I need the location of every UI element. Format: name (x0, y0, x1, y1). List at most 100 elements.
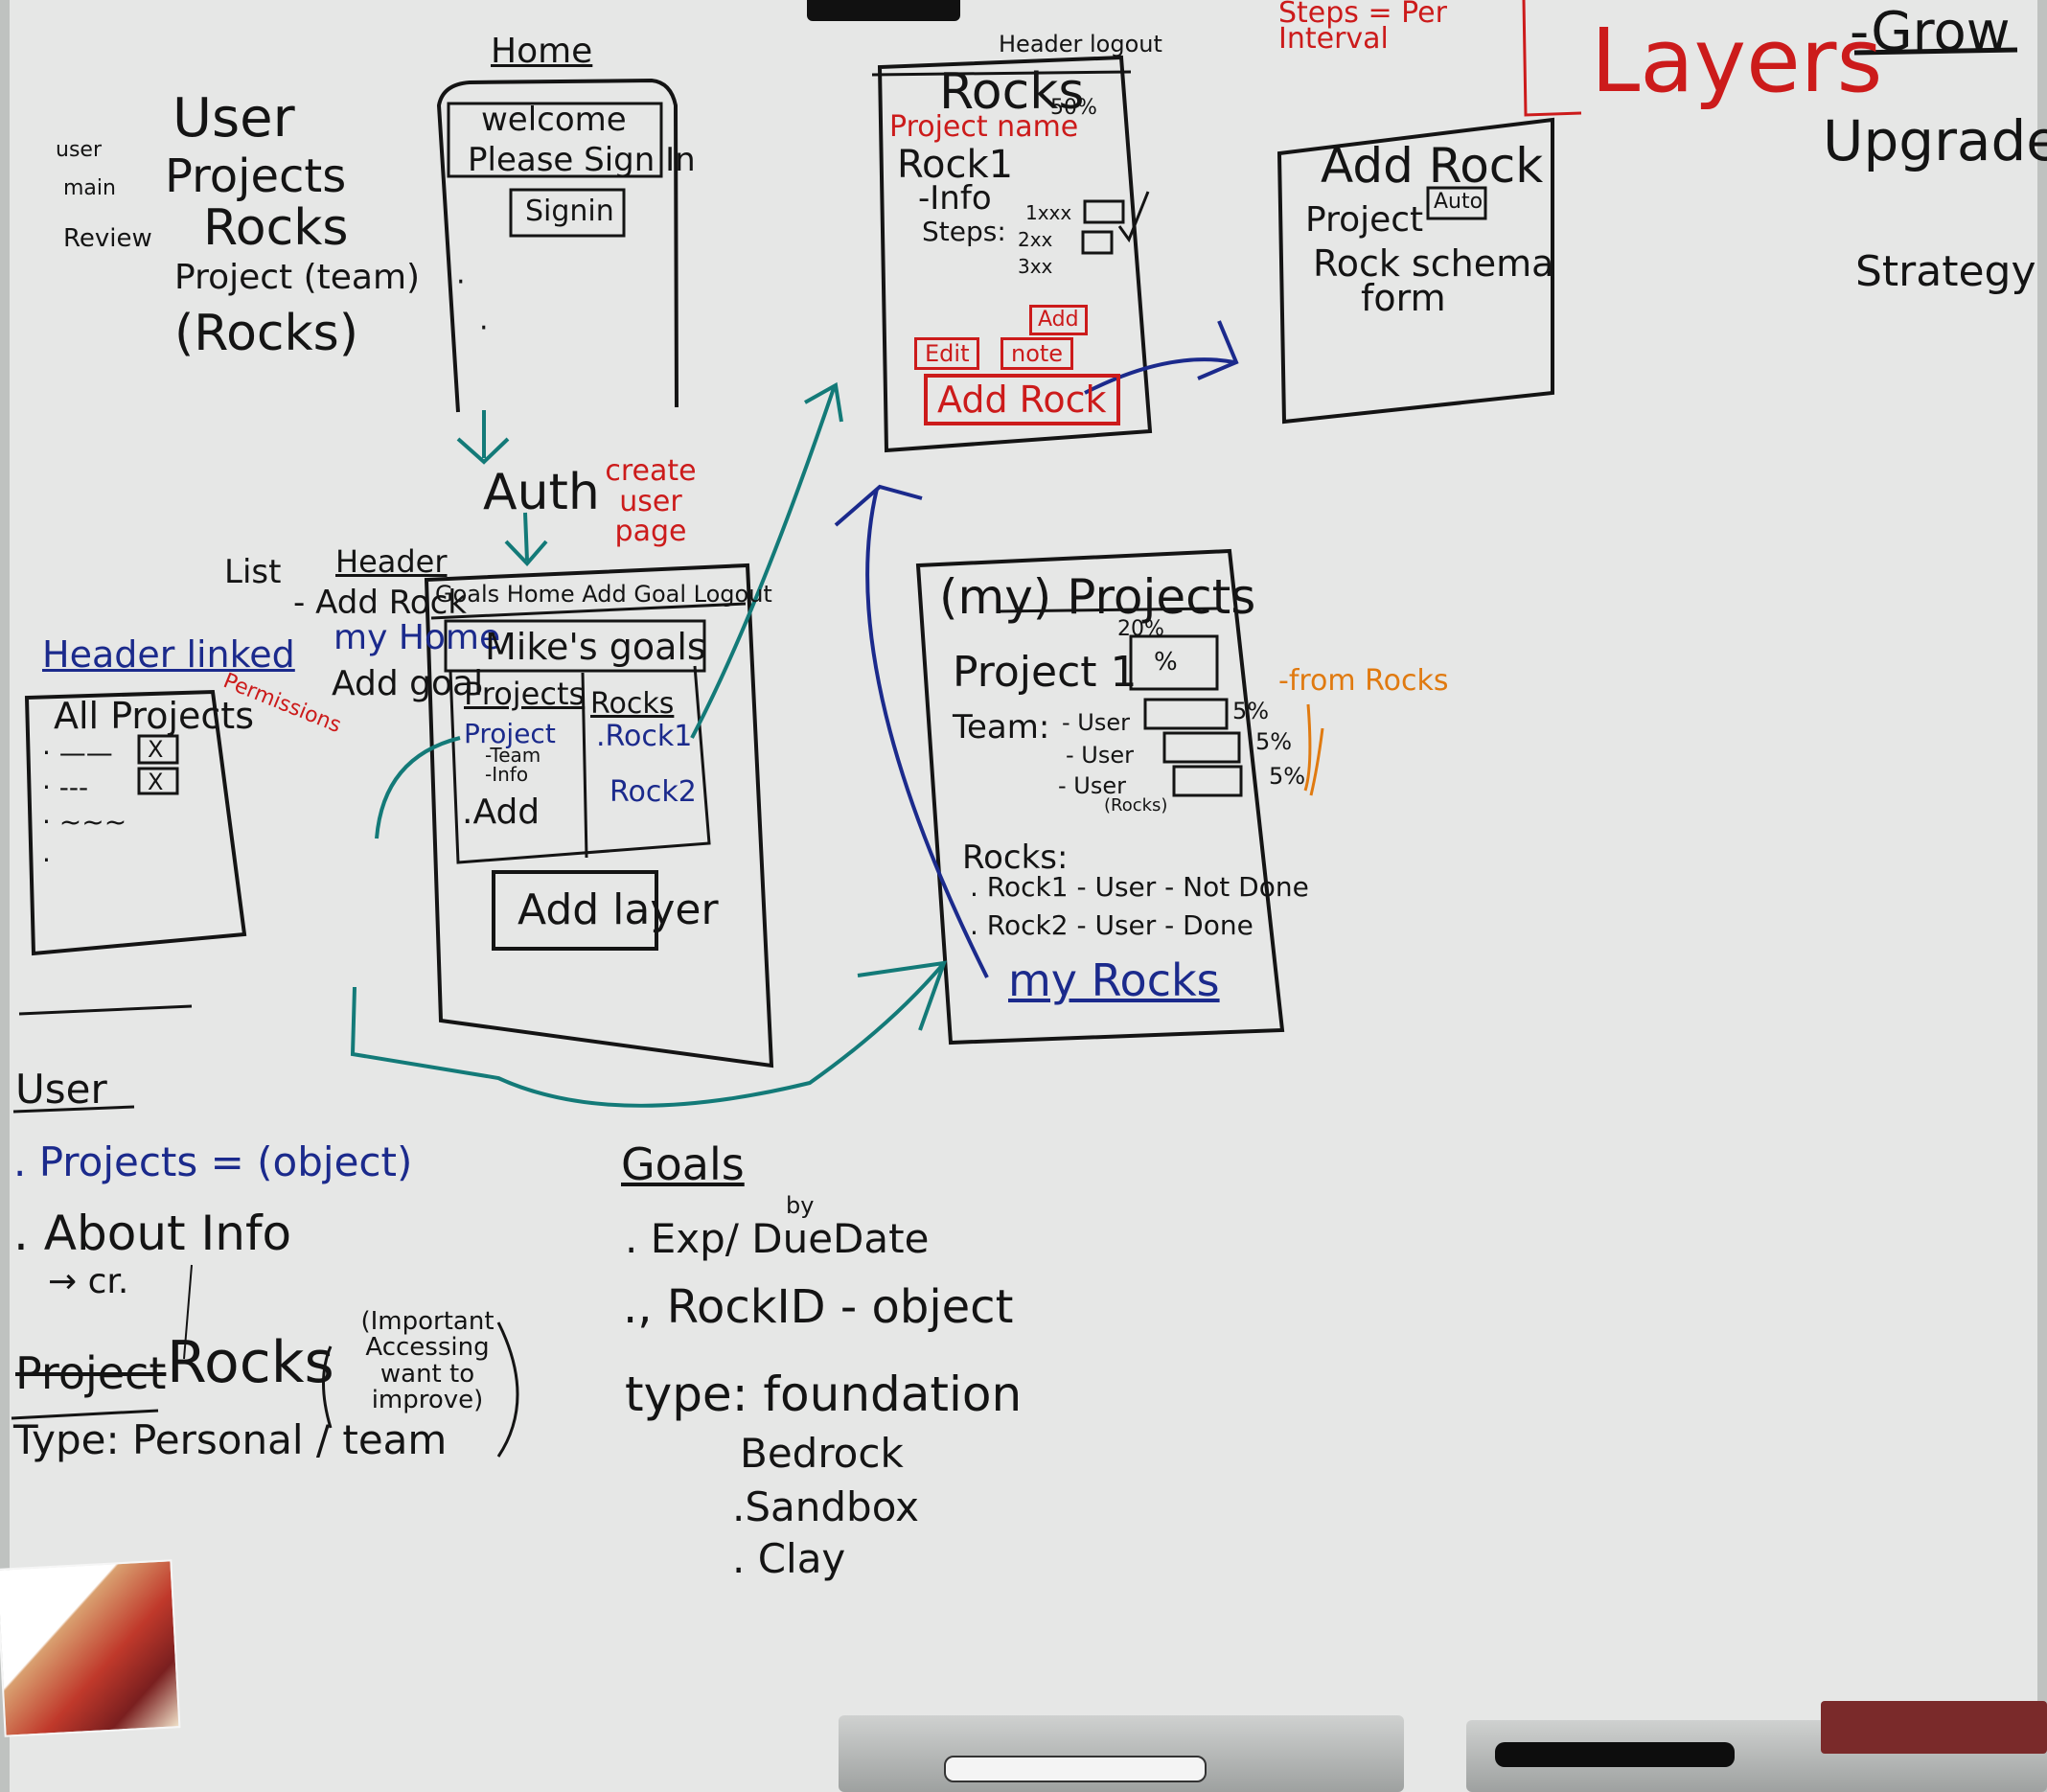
add-layer-box (492, 870, 658, 951)
goals-project-item[interactable]: Project (464, 718, 556, 749)
home-signin-box (509, 188, 626, 238)
home-welcome-box (447, 102, 663, 178)
board-right-edge (2037, 0, 2047, 1792)
note-rocks-paren: (Rocks) (174, 305, 358, 362)
rocks-rock1: Rock1 (897, 143, 1014, 187)
projects-rocks-small: (Rocks) (1104, 795, 1168, 816)
addrock-rock-schema: Rock schema (1313, 242, 1554, 285)
projects-percent-20: 20% (1117, 617, 1164, 641)
projects-device-outline (915, 548, 1285, 1045)
projects-project1[interactable]: Project 1 (953, 648, 1138, 697)
steps-note: Steps = Per Interval (1278, 0, 1447, 56)
auth-label: Auth (483, 464, 600, 521)
goals-nav-header[interactable]: Goals Home Add Goal Logout (435, 581, 772, 608)
all-projects-item: · --- (42, 771, 89, 803)
addrock-auto: Auto (1434, 190, 1484, 214)
delete-x-button[interactable]: X (148, 769, 164, 795)
addrock-title: Add Rock (1321, 138, 1544, 194)
projects-rock-row[interactable]: . Rock2 - User - Done (970, 909, 1254, 941)
layers-heading: Layers (1591, 10, 1883, 112)
allprojects-device-outline (24, 689, 247, 956)
rocks-edit-button[interactable]: Edit (914, 337, 980, 370)
goals-team: -Team (485, 744, 541, 767)
rocks-note-button[interactable]: note (1000, 337, 1074, 370)
rocks-header: Header logout (999, 31, 1162, 57)
user-model-important: (Important Accessing want to improve) (360, 1307, 494, 1414)
projects-user: - User (1062, 709, 1130, 736)
goals-rock2[interactable]: Rock2 (610, 775, 697, 809)
projects-team-label: Team: (953, 708, 1050, 747)
rocks-percent: 50% (1050, 96, 1097, 120)
auth-create-user-page: create user page (605, 454, 697, 548)
from-rocks-note: -from Rocks (1278, 664, 1449, 698)
rocks-add-rock-button[interactable]: Add Rock (924, 374, 1120, 425)
projects-progress-pct: % (1154, 648, 1178, 677)
note-user: User (172, 87, 295, 149)
user-model-project-struck: Project (15, 1347, 167, 1399)
upgrade-label: Upgrade (1823, 108, 2047, 173)
goals-info: -Info (485, 763, 529, 786)
list-add-goal: Add goal (332, 664, 484, 703)
rocks-step-item: 3xx (1018, 255, 1053, 278)
note-rocks: Rocks (203, 199, 349, 257)
user-model-rocks: Rocks (167, 1329, 334, 1396)
list-my-home: my Home (334, 618, 501, 657)
list-note: List (224, 553, 282, 591)
marker (1495, 1742, 1735, 1767)
user-model-projects: . Projects = (object) (13, 1138, 413, 1185)
goals-rock1[interactable]: .Rock1 (596, 720, 693, 753)
projects-user: - User (1066, 742, 1134, 769)
projects-rock-row[interactable]: . Rock1 - User - Not Done (970, 871, 1309, 903)
goals-model-exp: . Exp/ DueDate (625, 1215, 930, 1262)
goals-add[interactable]: .Add (462, 793, 540, 832)
home-welcome: welcome (481, 101, 627, 139)
all-projects-item: · (42, 844, 51, 876)
pinned-photo (0, 1559, 181, 1737)
projects-title: (my) Projects (939, 569, 1256, 625)
goals-device-outline (424, 563, 774, 1068)
list-add-rock: - Add Rock (293, 584, 467, 622)
home-device-outline (436, 78, 678, 413)
all-projects-item: · —— (42, 737, 113, 769)
goals-title: Mike's goals (485, 626, 706, 668)
home-title: Home (491, 32, 593, 71)
list-header: Header (335, 543, 448, 580)
projects-user-pct: 5% (1255, 728, 1293, 755)
delete-x-button[interactable]: X (148, 736, 164, 763)
projects-user: - User (1058, 772, 1126, 799)
strategy-label: Strategy (1855, 247, 2036, 296)
eraser (1821, 1701, 2047, 1754)
home-signin-button[interactable]: Signin (525, 195, 614, 228)
addrock-device-outline (1276, 117, 1554, 425)
rocks-title: Rocks (939, 63, 1085, 121)
addrock-project: Project (1305, 200, 1424, 240)
my-rocks-link[interactable]: my Rocks (1008, 954, 1220, 1006)
home-list-dot: · (456, 265, 466, 299)
goals-model-type-item: Bedrock (740, 1430, 904, 1477)
rocks-steps: Steps: (922, 216, 1006, 247)
note-project-team: Project (team) (174, 258, 421, 297)
projects-user-pct: 5% (1232, 698, 1270, 724)
projects-user-pct: 5% (1269, 763, 1306, 790)
grow-label: -Grow (1850, 1, 2011, 63)
rocks-step-item: 2xx (1018, 228, 1053, 251)
header-linked: Header linked (42, 633, 295, 676)
goals-model-rockid: ., RockID - object (623, 1280, 1014, 1334)
user-model-title: User (15, 1066, 107, 1113)
home-please-sign-in: Please Sign In (468, 141, 696, 179)
goals-model-by: by (786, 1192, 815, 1219)
rocks-info: -Info (918, 179, 992, 218)
rocks-add-small-button[interactable]: Add (1029, 305, 1088, 335)
goals-add-layer-button[interactable]: Add layer (518, 885, 719, 934)
home-list-dot: · (479, 311, 489, 345)
goals-model-type-item: . Clay (732, 1535, 846, 1582)
magnet (807, 0, 960, 21)
user-model-type: Type: Personal / team (13, 1416, 448, 1463)
board-left-edge (0, 0, 10, 1792)
rocks-project-name: Project name (889, 110, 1079, 144)
note-projects: Projects (165, 149, 347, 203)
side-note-user: user (56, 138, 102, 162)
side-note-main: main (63, 176, 116, 200)
